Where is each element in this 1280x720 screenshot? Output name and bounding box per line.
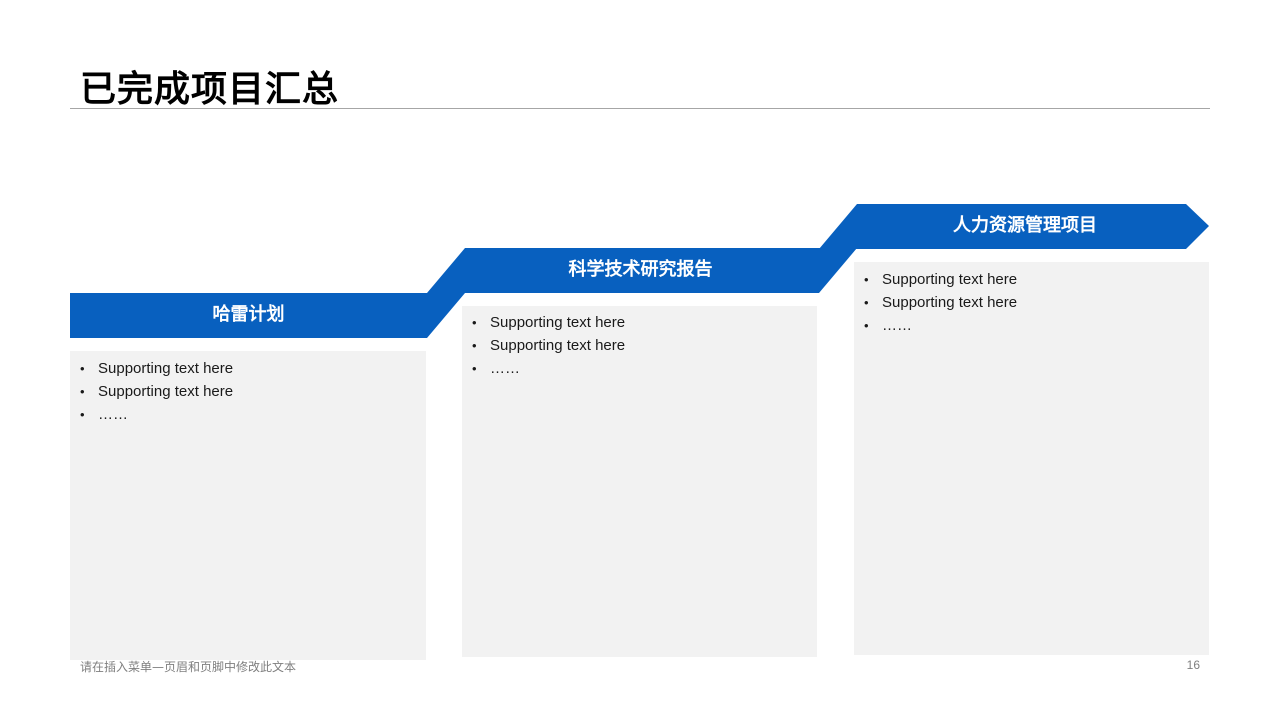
footer-text: 请在插入菜单—页眉和页脚中修改此文本 bbox=[80, 660, 297, 674]
project-card-1: Supporting text here Supporting text her… bbox=[70, 351, 426, 660]
project-title-2: 科学技术研究报告 bbox=[568, 259, 713, 280]
ribbon-step-2 bbox=[427, 248, 857, 293]
project-list-1: Supporting text here Supporting text her… bbox=[70, 357, 426, 426]
title-divider bbox=[70, 108, 1210, 109]
ribbon-step-1 bbox=[70, 293, 465, 338]
project-title-3: 人力资源管理项目 bbox=[953, 215, 1097, 236]
list-item: …… bbox=[70, 403, 426, 426]
project-card-3: Supporting text here Supporting text her… bbox=[854, 262, 1209, 655]
project-card-2: Supporting text here Supporting text her… bbox=[462, 306, 817, 657]
list-item: Supporting text here bbox=[70, 357, 426, 380]
ribbon-step-3 bbox=[819, 204, 1209, 249]
list-item: …… bbox=[462, 357, 817, 380]
list-item: Supporting text here bbox=[70, 380, 426, 403]
project-title-1: 哈雷计划 bbox=[212, 304, 285, 325]
list-item: …… bbox=[854, 314, 1209, 337]
list-item: Supporting text here bbox=[854, 268, 1209, 291]
page-title: 已完成项目汇总 bbox=[80, 69, 340, 110]
project-list-2: Supporting text here Supporting text her… bbox=[462, 311, 817, 380]
page-number: 16 bbox=[1186, 658, 1200, 672]
list-item: Supporting text here bbox=[854, 291, 1209, 314]
list-item: Supporting text here bbox=[462, 334, 817, 357]
project-list-3: Supporting text here Supporting text her… bbox=[854, 268, 1209, 337]
list-item: Supporting text here bbox=[462, 311, 817, 334]
